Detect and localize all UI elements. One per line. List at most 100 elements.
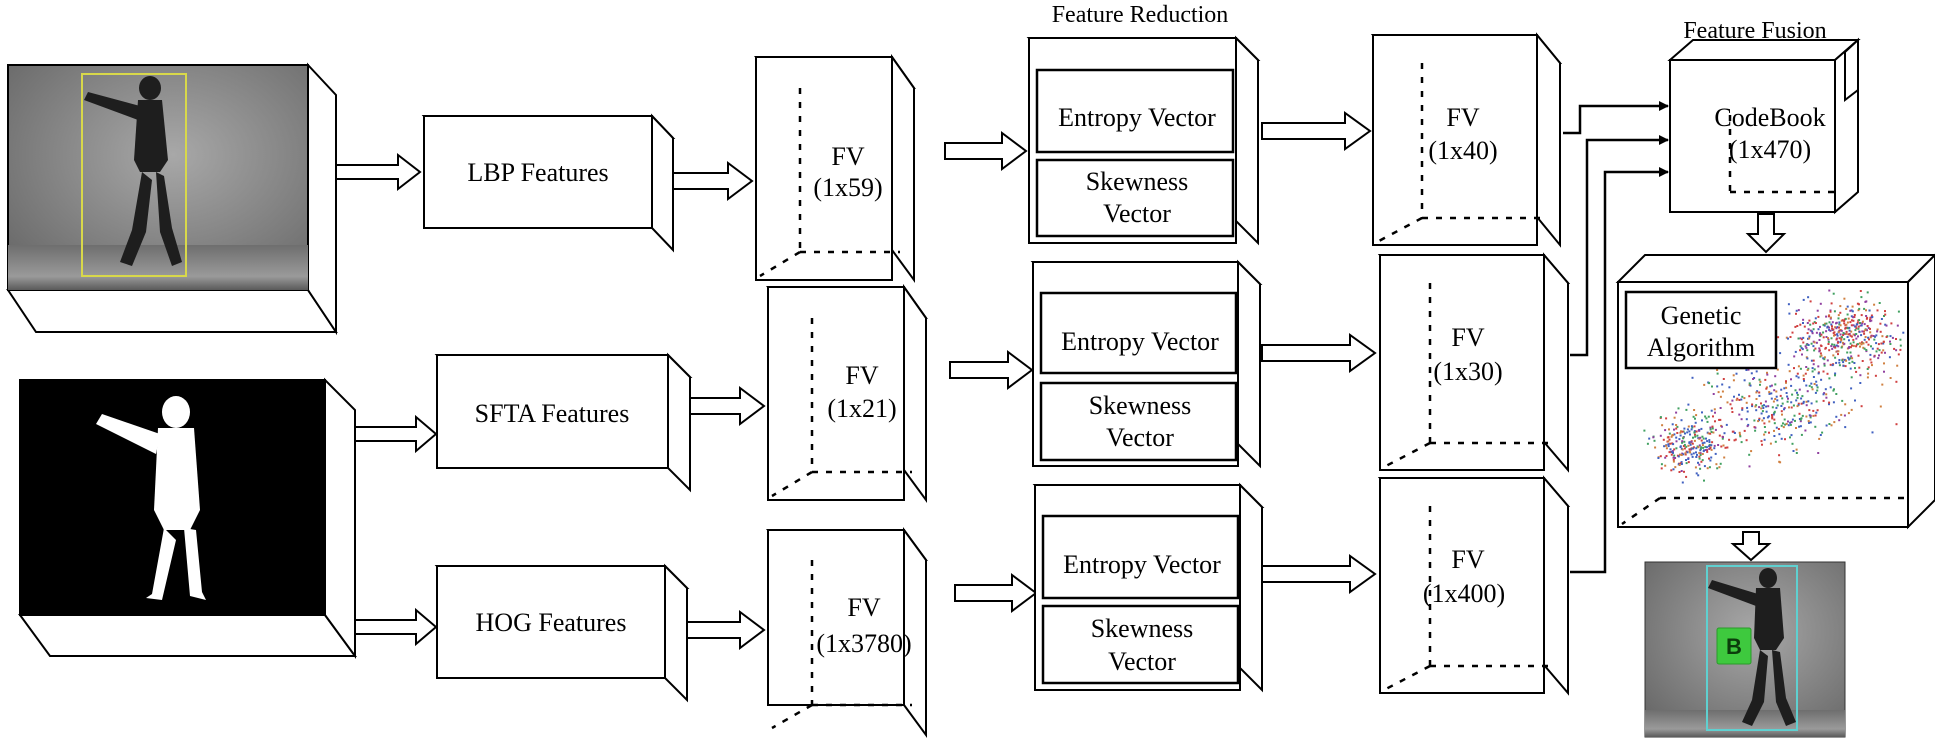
scatter-point — [1820, 345, 1823, 347]
scatter-point — [1843, 322, 1846, 325]
scatter-point — [1834, 346, 1837, 349]
scatter-point — [1755, 404, 1758, 407]
scatter-point — [1761, 443, 1763, 446]
scatter-point — [1692, 452, 1695, 455]
arrow-down-icon — [1745, 213, 1787, 254]
scatter-point — [1687, 461, 1690, 464]
scatter-point — [1741, 408, 1744, 411]
scatter-point — [1713, 447, 1716, 450]
scatter-point — [1819, 325, 1821, 328]
scatter-point — [1804, 372, 1807, 375]
scatter-point — [1738, 431, 1741, 434]
scatter-point — [1790, 421, 1793, 424]
scatter-point — [1675, 436, 1678, 439]
scatter-point — [1691, 442, 1694, 445]
scatter-point — [1815, 380, 1818, 383]
scatter-point — [1878, 354, 1880, 357]
scatter-point — [1740, 418, 1743, 421]
scatter-point — [1693, 439, 1696, 442]
scatter-point — [1680, 470, 1683, 472]
scatter-point — [1795, 452, 1798, 454]
scatter-point — [1816, 389, 1819, 392]
scatter-point — [1771, 406, 1774, 409]
scatter-point — [1832, 345, 1835, 348]
scatter-point — [1709, 428, 1712, 431]
scatter-point — [1815, 341, 1818, 344]
scatter-point — [1851, 344, 1853, 347]
scatter-point — [1795, 312, 1797, 315]
sfta-fv-dim: (1x21) — [827, 394, 896, 423]
scatter-point — [1694, 417, 1696, 420]
scatter-point — [1865, 317, 1868, 320]
lbp-reduction-box: Entropy Vector Skewness Vector — [1026, 35, 1261, 246]
scatter-point — [1719, 462, 1722, 465]
scatter-point — [1765, 410, 1768, 413]
scatter-point — [1685, 445, 1688, 448]
scatter-point — [1850, 376, 1853, 379]
scatter-point — [1810, 359, 1813, 362]
scatter-point — [1722, 378, 1725, 380]
scatter-point — [1701, 453, 1704, 455]
lbp-features-label: LBP Features — [467, 158, 608, 187]
scatter-point — [1800, 402, 1803, 405]
scatter-point — [1699, 452, 1702, 455]
scatter-point — [1690, 448, 1692, 451]
scatter-point — [1660, 463, 1663, 466]
scatter-point — [1805, 343, 1808, 346]
codebook-label: CodeBook — [1714, 103, 1825, 132]
scatter-point — [1703, 441, 1706, 444]
scatter-point — [1738, 399, 1741, 401]
scatter-point — [1663, 445, 1666, 448]
scatter-point — [1833, 343, 1836, 346]
scatter-point — [1748, 453, 1751, 456]
scatter-point — [1765, 386, 1768, 389]
sfta-fv-label: FV — [845, 361, 878, 390]
scatter-point — [1792, 450, 1795, 452]
scatter-point — [1801, 348, 1804, 351]
genetic-algorithm-cube: Genetic Algorithm — [1615, 253, 1935, 530]
scatter-point — [1775, 390, 1778, 393]
scatter-point — [1811, 332, 1814, 335]
arrow-right-icon — [686, 610, 766, 650]
scatter-point — [1706, 440, 1709, 443]
scatter-point — [1843, 358, 1846, 361]
scatter-point — [1701, 435, 1704, 438]
scatter-point — [1724, 446, 1727, 449]
sfta-reduced-fv-dim: (1x30) — [1433, 357, 1502, 386]
scatter-point — [1739, 435, 1742, 438]
scatter-point — [1829, 309, 1832, 312]
scatter-point — [1813, 321, 1816, 324]
arrow-right-icon — [954, 573, 1038, 613]
scatter-point — [1850, 408, 1853, 411]
scatter-point — [1773, 418, 1776, 421]
scatter-point — [1834, 345, 1837, 348]
scatter-point — [1698, 463, 1701, 466]
scatter-point — [1854, 329, 1857, 332]
scatter-point — [1692, 436, 1694, 439]
scatter-point — [1805, 400, 1808, 403]
scatter-point — [1716, 369, 1719, 371]
scatter-point — [1818, 339, 1821, 341]
hog-reduced-fv-cube: FV (1x400) — [1377, 475, 1571, 696]
scatter-point — [1672, 468, 1675, 471]
scatter-point — [1694, 421, 1697, 424]
scatter-point — [1718, 418, 1721, 421]
scatter-point — [1825, 315, 1828, 318]
scatter-point — [1850, 330, 1853, 333]
scatter-point — [1678, 464, 1681, 466]
scatter-point — [1665, 417, 1668, 420]
scatter-point — [1735, 398, 1738, 401]
scatter-point — [1822, 323, 1825, 326]
scatter-point — [1858, 342, 1861, 345]
scatter-point — [1812, 409, 1815, 412]
arrow-right-icon — [1261, 554, 1377, 594]
input-frame-silhouette — [18, 377, 357, 660]
scatter-point — [1857, 354, 1860, 357]
scatter-point — [1785, 392, 1788, 394]
scatter-point — [1741, 407, 1744, 410]
scatter-point — [1830, 323, 1833, 326]
scatter-point — [1852, 316, 1855, 319]
scatter-point — [1853, 314, 1856, 316]
scatter-point — [1835, 393, 1838, 395]
scatter-point — [1684, 432, 1686, 435]
